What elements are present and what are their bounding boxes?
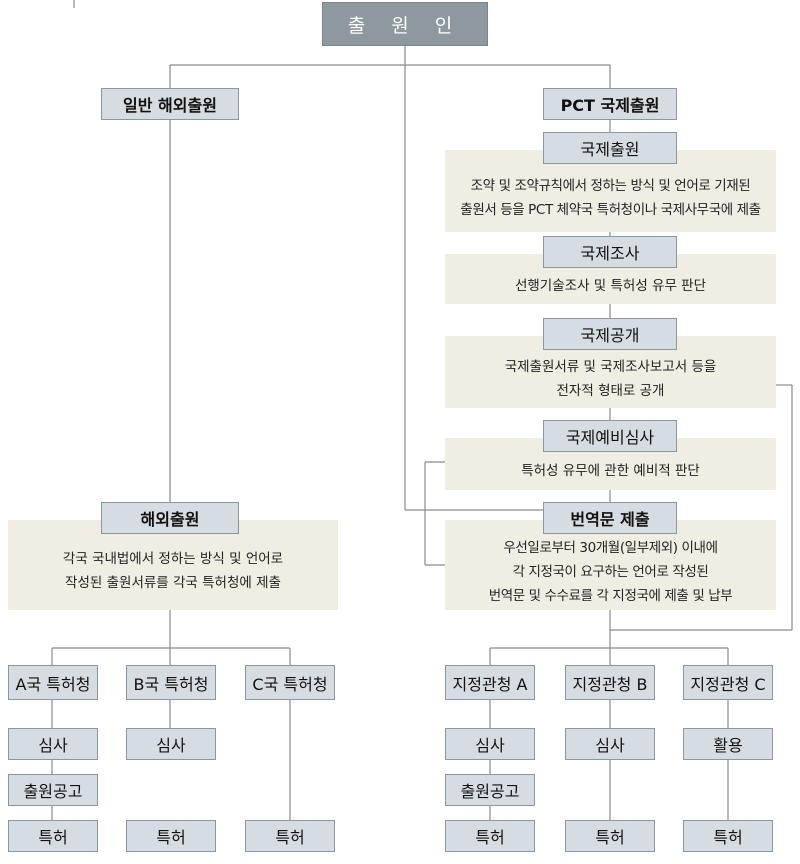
- designated-a-publication-box: 출원공고: [445, 774, 535, 806]
- office-c-patent-box: 특허: [245, 820, 335, 852]
- designated-a-patent-label: 특허: [475, 828, 505, 847]
- intl-search-desc-line-1: 선행기술조사 및 특허성 유무 판단: [514, 278, 707, 294]
- intl-filing-desc-line-1: 조약 및 조약규칙에서 정하는 방식 및 언어로 기재된: [470, 178, 751, 194]
- designated-b-patent-box: 특허: [565, 820, 655, 852]
- designated-b-patent-label: 특허: [595, 828, 625, 847]
- designated-office-c-box: 지정관청 C: [683, 665, 773, 700]
- designated-a-exam-box: 심사: [445, 728, 535, 760]
- intl-prelim-exam-desc-line-1: 특허성 유무에 관한 예비적 판단: [521, 463, 700, 479]
- office-a-box: A국 특허청: [8, 665, 98, 700]
- designated-office-a-label: 지정관청 A: [452, 674, 528, 694]
- office-a-label: A국 특허청: [15, 674, 91, 694]
- designated-c-utilization-label: 활용: [713, 736, 743, 755]
- applicant-label: 출 원 인: [347, 14, 463, 37]
- translation-desc: 우선일로부터 30개월(일부제외) 이내에 각 지정국이 요구하는 언어로 작성…: [445, 520, 776, 610]
- designated-office-c-label: 지정관청 C: [690, 674, 766, 694]
- office-c-patent-label: 특허: [275, 828, 305, 847]
- office-b-exam-label: 심사: [156, 736, 186, 755]
- designated-office-b-box: 지정관청 B: [565, 665, 655, 700]
- overseas-filing-desc-line-1: 각국 국내법에서 정하는 방식 및 언어로: [62, 551, 284, 567]
- intl-prelim-exam-label: 국제예비심사: [565, 428, 655, 447]
- designated-c-utilization-box: 활용: [683, 728, 773, 760]
- designated-office-a-box: 지정관청 A: [445, 665, 535, 700]
- translation-desc-line-1: 우선일로부터 30개월(일부제외) 이내에: [503, 540, 718, 556]
- designated-a-exam-label: 심사: [475, 736, 505, 755]
- designated-office-b-label: 지정관청 B: [572, 674, 648, 694]
- pct-filing-box: PCT 국제출원: [543, 88, 677, 120]
- designated-b-exam-box: 심사: [565, 728, 655, 760]
- office-a-publication-box: 출원공고: [8, 774, 98, 806]
- overseas-filing-box: 해외출원: [101, 502, 239, 534]
- intl-search-box: 국제조사: [543, 236, 677, 268]
- office-c-label: C국 특허청: [252, 674, 328, 694]
- intl-search-label: 국제조사: [580, 244, 640, 263]
- office-b-box: B국 특허청: [126, 665, 216, 700]
- overseas-filing-label: 해외출원: [140, 510, 200, 529]
- applicant-box: 출 원 인: [322, 2, 488, 46]
- intl-filing-box: 국제출원: [543, 132, 677, 164]
- overseas-filing-desc: 각국 국내법에서 정하는 방식 및 언어로 작성된 출원서류를 각국 특허청에 …: [8, 520, 338, 610]
- intl-filing-label: 국제출원: [580, 140, 640, 159]
- general-overseas-filing-box: 일반 해외출원: [101, 88, 239, 120]
- designated-a-patent-box: 특허: [445, 820, 535, 852]
- office-a-exam-label: 심사: [38, 736, 68, 755]
- designated-a-publication-label: 출원공고: [460, 782, 520, 801]
- general-overseas-filing-label: 일반 해외출원: [123, 96, 217, 115]
- intl-publication-desc-line-2: 전자적 형태로 공개: [556, 383, 665, 399]
- intl-publication-label: 국제공개: [580, 326, 640, 345]
- office-b-patent-label: 특허: [156, 828, 186, 847]
- office-a-patent-label: 특허: [38, 828, 68, 847]
- intl-publication-desc-line-1: 국제출원서류 및 국제조사보고서 등을: [504, 359, 717, 375]
- office-b-exam-box: 심사: [126, 728, 216, 760]
- office-c-box: C국 특허청: [245, 665, 335, 700]
- office-b-patent-box: 특허: [126, 820, 216, 852]
- overseas-filing-desc-line-2: 작성된 출원서류를 각국 특허청에 제출: [65, 575, 281, 591]
- office-a-exam-box: 심사: [8, 728, 98, 760]
- translation-box: 번역문 제출: [543, 502, 677, 534]
- translation-desc-line-3: 번역문 및 수수료를 각 지정국에 제출 및 납부: [488, 588, 733, 604]
- translation-label: 번역문 제출: [570, 510, 650, 529]
- designated-b-exam-label: 심사: [595, 736, 625, 755]
- intl-publication-box: 국제공개: [543, 318, 677, 350]
- intl-prelim-exam-box: 국제예비심사: [543, 420, 677, 452]
- intl-filing-desc-line-2: 출원서 등을 PCT 체약국 특허청이나 국제사무국에 제출: [460, 202, 761, 218]
- office-b-label: B국 특허청: [133, 674, 209, 694]
- office-a-patent-box: 특허: [8, 820, 98, 852]
- pct-filing-label: PCT 국제출원: [560, 96, 660, 115]
- designated-c-patent-box: 특허: [683, 820, 773, 852]
- intl-prelim-exam-desc: 특허성 유무에 관한 예비적 판단: [445, 438, 776, 490]
- office-a-publication-label: 출원공고: [23, 782, 83, 801]
- designated-c-patent-label: 특허: [713, 828, 743, 847]
- translation-desc-line-2: 각 지정국이 요구하는 언어로 작성된: [512, 564, 709, 580]
